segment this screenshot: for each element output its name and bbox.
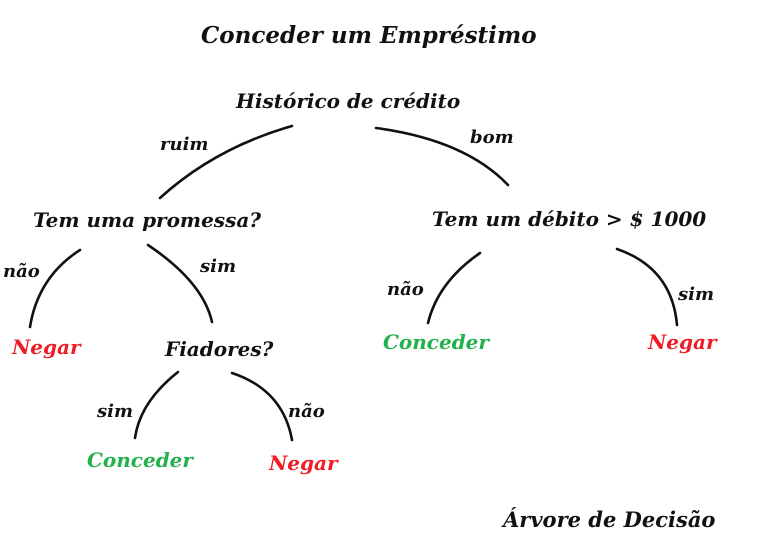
promise-node: Tem uma promessa? bbox=[33, 208, 262, 232]
edge-label-debt-no: não bbox=[387, 279, 424, 300]
edge-label-promise-yes: sim bbox=[200, 256, 237, 277]
edge-root-right bbox=[374, 126, 510, 187]
edge-promise-no bbox=[28, 248, 82, 329]
guarantor-node: Fiadores? bbox=[165, 337, 274, 361]
edge-debt-no bbox=[426, 251, 482, 325]
edge-label-debt-yes: sim bbox=[678, 284, 715, 305]
leaf-deny-debt: Negar bbox=[648, 330, 717, 354]
edge-promise-yes bbox=[146, 243, 214, 324]
diagram-footer: Árvore de Decisão bbox=[503, 507, 716, 532]
root-node: Histórico de crédito bbox=[236, 89, 461, 113]
edge-debt-yes bbox=[615, 247, 679, 327]
edge-root-left bbox=[158, 124, 294, 200]
diagram-title: Conceder um Empréstimo bbox=[201, 22, 537, 49]
leaf-grant-guarantor: Conceder bbox=[87, 448, 193, 472]
edge-label-guarantor-yes: sim bbox=[97, 401, 134, 422]
leaf-deny-guarantor: Negar bbox=[269, 451, 338, 475]
leaf-deny-promise: Negar bbox=[12, 335, 81, 359]
edge-label-guarantor-no: não bbox=[288, 401, 325, 422]
leaf-grant-debt: Conceder bbox=[383, 330, 489, 354]
debt-node: Tem um débito > $ 1000 bbox=[432, 207, 707, 231]
edge-guarantor-no bbox=[230, 371, 294, 442]
edge-label-bad: ruim bbox=[160, 134, 209, 155]
edge-label-promise-no: não bbox=[3, 261, 40, 282]
edge-guarantor-yes bbox=[133, 370, 180, 440]
edge-label-good: bom bbox=[470, 127, 514, 148]
